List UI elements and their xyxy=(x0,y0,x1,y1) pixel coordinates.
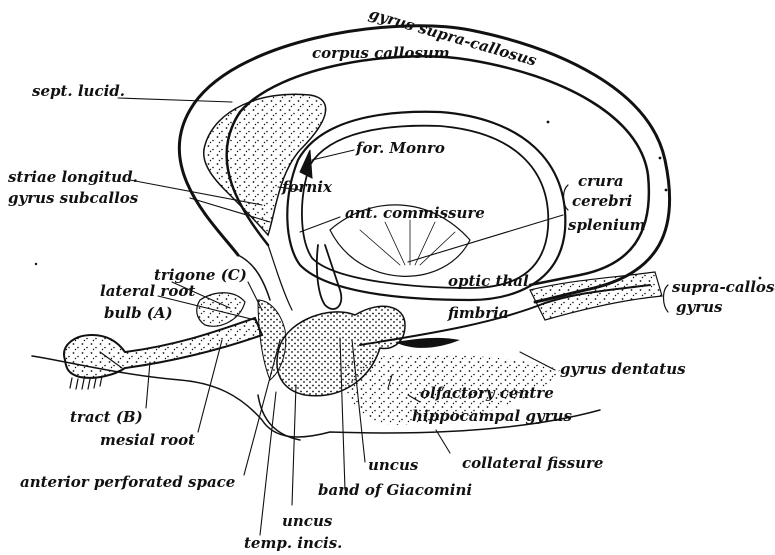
label-band-of-giacomini: band of Giacomini xyxy=(318,481,472,499)
label-olfactory-centre: olfactory centre xyxy=(420,384,554,402)
label-collateral-fissure: collateral fissure xyxy=(462,454,603,472)
label-lateral-root: lateral root xyxy=(100,282,195,300)
label-striae-longitud: striae longitud. xyxy=(8,168,138,186)
olfactory-bulb xyxy=(64,318,262,378)
label-optic-thal: optic thal xyxy=(448,272,529,290)
label-fornix: fornix xyxy=(281,178,333,196)
subcallosal-band-inner xyxy=(268,245,292,310)
label-sept-lucid: sept. lucid. xyxy=(32,82,125,100)
label-splenium: splenium xyxy=(568,216,646,234)
corpus-callosum-outline xyxy=(227,56,649,285)
trigone-lobe xyxy=(197,293,245,327)
label-ant-commissure: ant. commissure xyxy=(345,204,485,222)
label-bulb-a: bulb (A) xyxy=(104,304,173,322)
label-fimbria: fimbria xyxy=(447,304,509,322)
supra-callosal-brace xyxy=(664,285,669,312)
label-crura: crura xyxy=(578,172,624,190)
labels: gyrus supra-callosus corpus callosum sep… xyxy=(8,5,775,552)
label-gyrus: gyrus xyxy=(676,298,723,316)
label-temp-incis: temp. incis. xyxy=(244,534,342,552)
supra-callosal-gyrus-tail xyxy=(530,272,662,320)
stray-dot xyxy=(547,121,550,124)
label-tract-b: tract (B) xyxy=(70,408,143,426)
fimbria-dark xyxy=(395,338,460,348)
label-gyrus-dentatus: gyrus dentatus xyxy=(560,360,686,378)
label-supra-callosal: supra-callosal xyxy=(672,278,775,296)
label-corpus-callosum: corpus callosum xyxy=(312,44,450,62)
label-uncus-lower: uncus xyxy=(282,512,333,530)
stray-dot xyxy=(665,189,668,192)
label-uncus-upper: uncus xyxy=(368,456,419,474)
label-anterior-perforated-space: anterior perforated space xyxy=(20,473,235,491)
label-for-monro: for. Monro xyxy=(355,139,445,157)
label-hippocampal-gyrus: hippocampal gyrus xyxy=(412,407,572,425)
stray-dot xyxy=(35,263,37,265)
anterior-commissure-loop xyxy=(317,245,341,309)
label-mesial-root: mesial root xyxy=(100,431,195,449)
label-gyrus-subcallos: gyrus subcallos xyxy=(8,189,139,207)
label-cerebri: cerebri xyxy=(572,192,633,210)
stray-dot xyxy=(659,157,662,160)
